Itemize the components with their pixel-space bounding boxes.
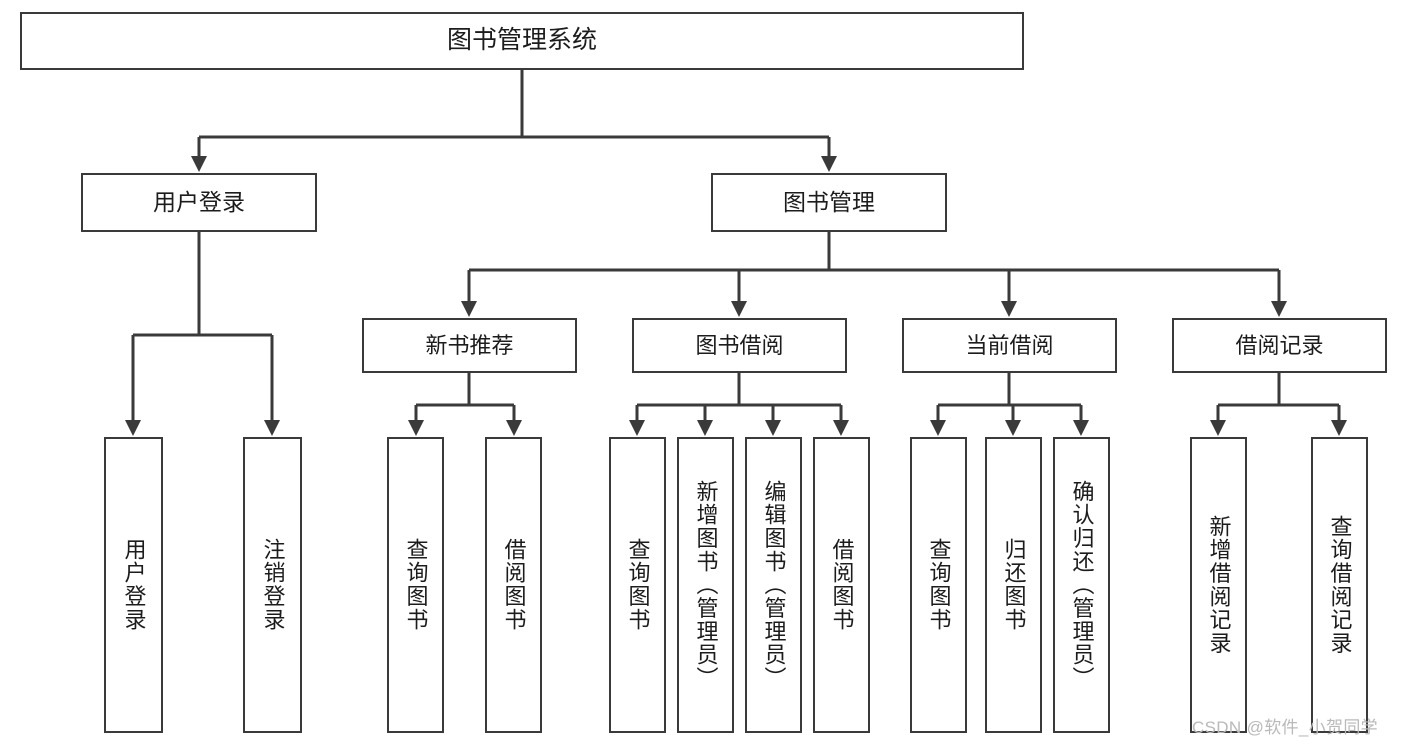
node-leaf-borrow-book-2[interactable]: 借阅图书	[813, 437, 870, 733]
node-label-leaf-query-book-3: 查询图书	[926, 538, 952, 632]
node-label-root: 图书管理系统	[446, 26, 597, 55]
connector-recommend-to-leaf2	[506, 405, 522, 436]
node-leaf-add-book[interactable]: 新增图书（管理员）	[677, 437, 734, 733]
connector-book-manage-to-record	[1271, 270, 1287, 317]
connector-borrow-to-leaf3	[765, 405, 781, 436]
node-leaf-borrow-book-1[interactable]: 借阅图书	[485, 437, 542, 733]
connector-borrow-to-leaf2	[697, 405, 713, 436]
node-label-book-borrow: 图书借阅	[695, 332, 784, 358]
node-label-leaf-query-book-1: 查询图书	[403, 538, 429, 632]
node-leaf-return-book[interactable]: 归还图书	[985, 437, 1042, 733]
node-current-borrow[interactable]: 当前借阅	[902, 318, 1117, 373]
node-leaf-confirm-return[interactable]: 确认归还（管理员）	[1053, 437, 1110, 733]
node-label-leaf-return-book: 归还图书	[1001, 538, 1027, 632]
node-leaf-add-record[interactable]: 新增借阅记录	[1190, 437, 1247, 733]
connector-root-to-user-login	[191, 137, 207, 172]
node-root[interactable]: 图书管理系统	[20, 12, 1024, 70]
node-label-leaf-user-logout: 注销登录	[260, 538, 286, 632]
node-leaf-user-login[interactable]: 用户登录	[104, 437, 163, 733]
connector-current-to-leaf2	[1005, 405, 1021, 436]
node-label-borrow-record: 借阅记录	[1235, 332, 1324, 358]
node-label-leaf-edit-book: 编辑图书（管理员）	[761, 480, 787, 690]
node-leaf-user-logout[interactable]: 注销登录	[243, 437, 302, 733]
node-label-leaf-query-book-2: 查询图书	[625, 538, 651, 632]
connector-book-manage-to-current	[1001, 270, 1017, 317]
node-label-leaf-borrow-book-2: 借阅图书	[829, 538, 855, 632]
node-label-leaf-confirm-return: 确认归还（管理员）	[1069, 480, 1095, 690]
node-leaf-query-book-1[interactable]: 查询图书	[387, 437, 444, 733]
connector-record-to-leaf1	[1210, 405, 1226, 436]
node-label-leaf-add-record: 新增借阅记录	[1206, 515, 1232, 655]
connector-recommend-to-leaf1	[408, 405, 424, 436]
connector-current-to-leaf3	[1073, 405, 1089, 436]
node-borrow-record[interactable]: 借阅记录	[1172, 318, 1387, 373]
connector-root-to-book-manage	[821, 137, 837, 172]
node-leaf-edit-book[interactable]: 编辑图书（管理员）	[745, 437, 802, 733]
node-leaf-query-book-3[interactable]: 查询图书	[910, 437, 967, 733]
node-user-login[interactable]: 用户登录	[81, 173, 317, 232]
node-label-leaf-borrow-book-1: 借阅图书	[501, 538, 527, 632]
connector-user-login-to-leaf2	[264, 335, 280, 436]
node-leaf-query-book-2[interactable]: 查询图书	[609, 437, 666, 733]
connector-borrow-to-leaf4	[833, 405, 849, 436]
node-book-borrow[interactable]: 图书借阅	[632, 318, 847, 373]
node-label-user-login: 用户登录	[153, 188, 245, 215]
node-book-manage[interactable]: 图书管理	[711, 173, 947, 232]
connector-record-to-leaf2	[1331, 405, 1347, 436]
connector-book-manage-to-borrow	[731, 270, 747, 317]
node-label-book-manage: 图书管理	[783, 188, 875, 215]
node-label-leaf-user-login: 用户登录	[121, 538, 147, 632]
node-leaf-query-record[interactable]: 查询借阅记录	[1311, 437, 1368, 733]
connector-borrow-to-leaf1	[629, 405, 645, 436]
connector-user-login-to-leaf1	[125, 335, 141, 436]
node-new-book-recommend[interactable]: 新书推荐	[362, 318, 577, 373]
node-label-leaf-add-book: 新增图书（管理员）	[693, 480, 719, 690]
node-label-current-borrow: 当前借阅	[965, 332, 1054, 358]
connector-book-manage-to-recommend	[461, 270, 477, 317]
node-label-leaf-query-record: 查询借阅记录	[1327, 515, 1353, 655]
connector-current-to-leaf1	[930, 405, 946, 436]
node-label-new-book-recommend: 新书推荐	[425, 332, 514, 358]
